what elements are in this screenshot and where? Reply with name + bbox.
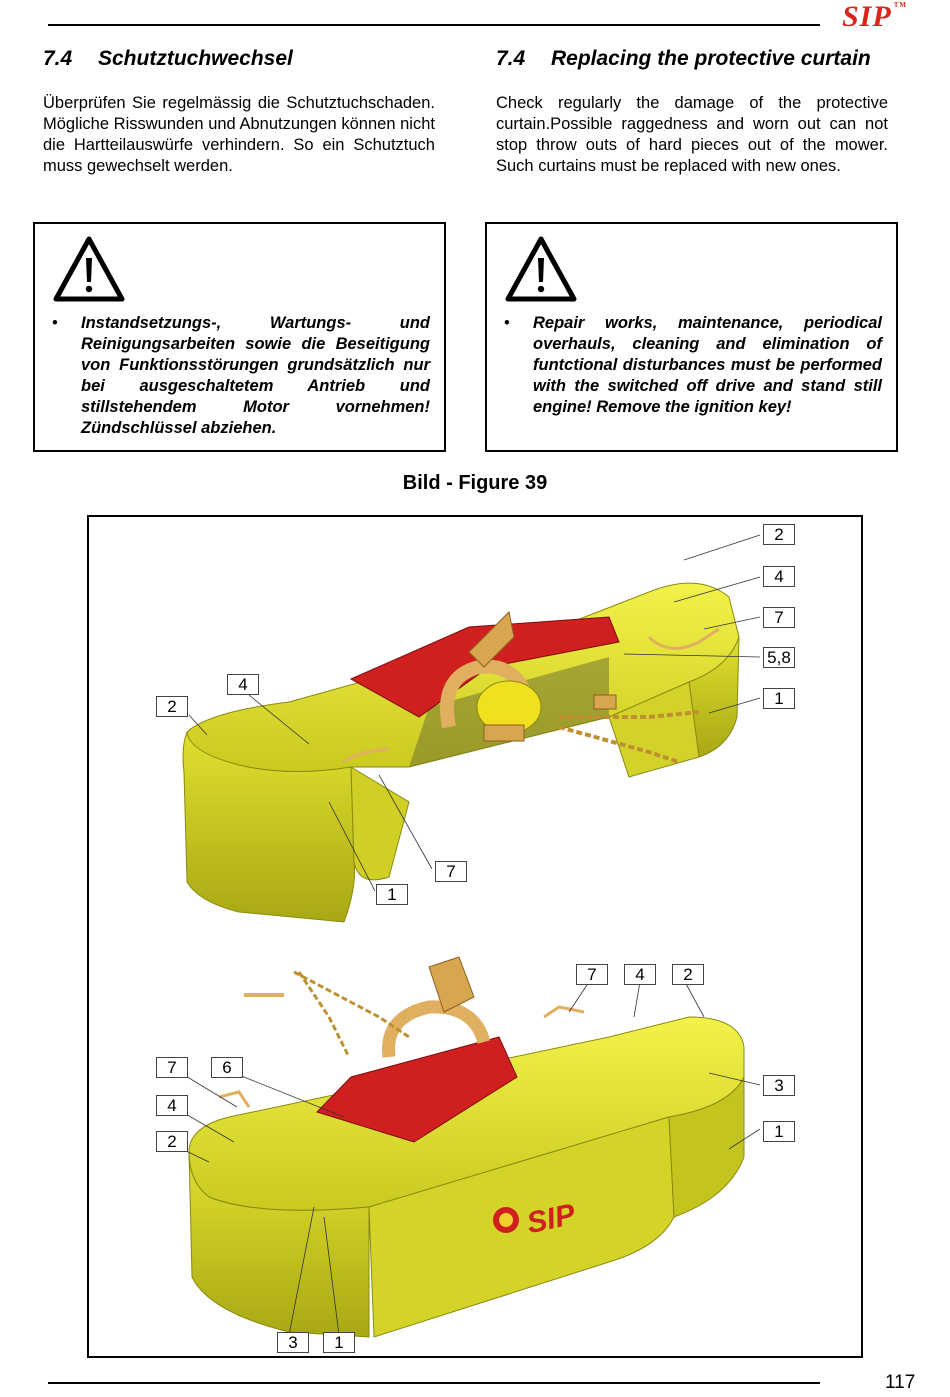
callout-bottom-6: 6 bbox=[211, 1057, 243, 1078]
callout-top-7-lower: 7 bbox=[435, 861, 467, 882]
callout-top-4: 4 bbox=[763, 566, 795, 587]
callout-bottom-2-left: 2 bbox=[156, 1131, 188, 1152]
callout-bottom-7-top: 7 bbox=[576, 964, 608, 985]
warning-item-en: •Repair works, maintenance, periodical o… bbox=[504, 314, 882, 416]
mower-bottom-view: SIP bbox=[183, 956, 761, 1338]
callout-bottom-7-left: 7 bbox=[156, 1057, 188, 1078]
callout-bottom-1: 1 bbox=[323, 1332, 355, 1353]
mower-illustration: SIP bbox=[182, 534, 761, 1338]
warning-box-de: •Instandsetzungs-, Wartungs- und Reinigu… bbox=[33, 222, 446, 452]
callout-bottom-3-right: 3 bbox=[763, 1075, 795, 1096]
warning-triangle-icon bbox=[53, 236, 125, 302]
callout-bottom-1-right: 1 bbox=[763, 1121, 795, 1142]
figure-title: Bild - Figure 39 bbox=[402, 472, 548, 494]
callout-bottom-3: 3 bbox=[277, 1332, 309, 1353]
footer-rule bbox=[48, 1382, 820, 1384]
warning-triangle-icon bbox=[505, 236, 577, 302]
callout-top-1-lower: 1 bbox=[376, 884, 408, 905]
callout-top-7: 7 bbox=[763, 607, 795, 628]
callout-top-2-left: 2 bbox=[156, 696, 188, 717]
callout-top-1: 1 bbox=[763, 688, 795, 709]
callout-bottom-4-left: 4 bbox=[156, 1095, 188, 1116]
callout-top-4-left: 4 bbox=[227, 674, 259, 695]
paragraph-en: Check regularly the damage of the protec… bbox=[496, 94, 888, 175]
header-rule bbox=[48, 24, 820, 26]
mower-top-view bbox=[182, 534, 761, 923]
page-number: 117 bbox=[885, 1372, 916, 1393]
callout-bottom-2-top: 2 bbox=[672, 964, 704, 985]
callout-top-2: 2 bbox=[763, 524, 795, 545]
figure-39: SIP 2 4 7 5,8 1 4 2 7 1 7 4 2 7 bbox=[87, 515, 863, 1358]
warning-box-en: •Repair works, maintenance, periodical o… bbox=[485, 222, 898, 452]
paragraph-de: Überprüfen Sie regelmässig die Schutztuc… bbox=[43, 94, 435, 175]
callout-bottom-4-top: 4 bbox=[624, 964, 656, 985]
warning-item-de: •Instandsetzungs-, Wartungs- und Reinigu… bbox=[52, 314, 430, 437]
callout-top-5-8: 5,8 bbox=[763, 647, 795, 668]
